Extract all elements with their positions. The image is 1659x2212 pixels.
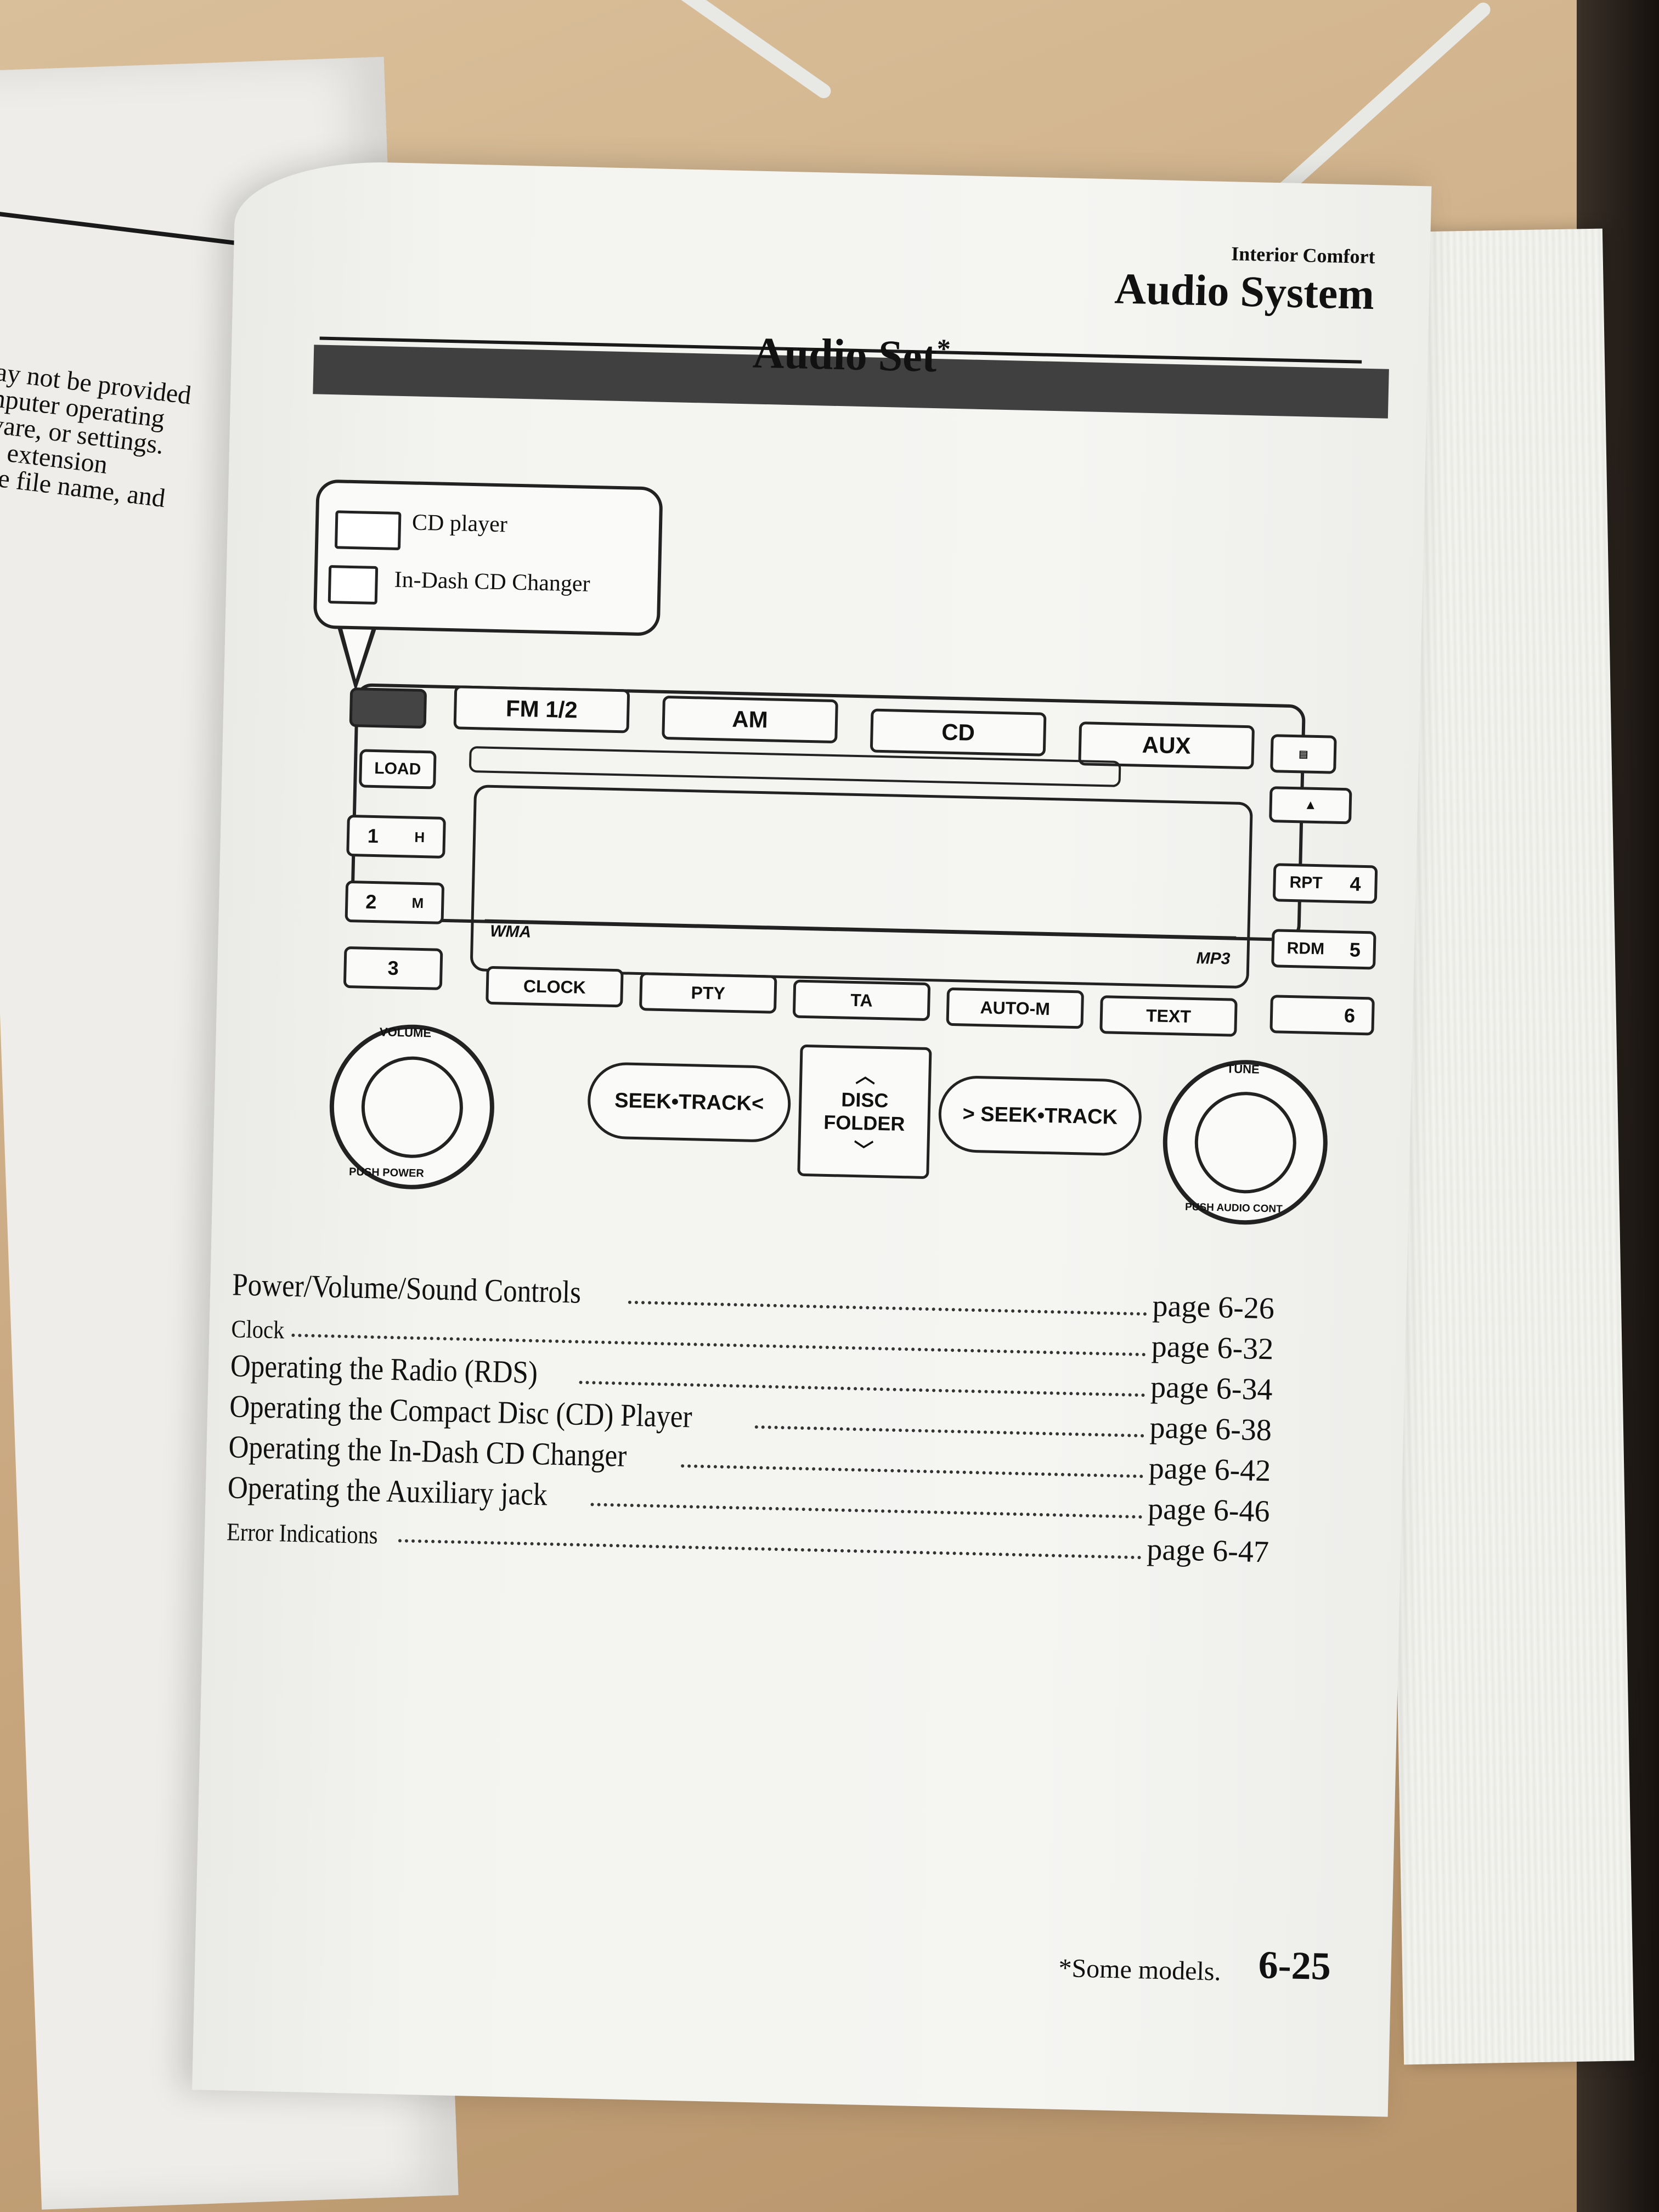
disc-folder-rocker[interactable]: ︿ DISC FOLDER ﹀ — [797, 1044, 932, 1180]
am-button[interactable]: AM — [662, 695, 838, 744]
toc-entry-page: page 6-46 — [1147, 1492, 1271, 1529]
display-divider — [484, 919, 1237, 939]
callout-in-dash-changer: In-Dash CD Changer — [394, 567, 591, 597]
pty-button[interactable]: PTY — [639, 972, 777, 1014]
seek-track-up-button[interactable]: > SEEK•TRACK — [938, 1075, 1143, 1156]
rdm-label: RDM — [1286, 939, 1325, 958]
cd-player-icon — [334, 510, 402, 550]
preset-5-num: 5 — [1349, 938, 1361, 961]
preset-2-sub: M — [411, 894, 424, 911]
toc-entry-name: Operating the Radio (RDS) — [230, 1347, 538, 1391]
disc-label: DISC — [840, 1088, 889, 1112]
preset-1-sub: H — [414, 828, 425, 845]
toc-leader — [398, 1539, 1142, 1560]
toc-entry-page: page 6-32 — [1151, 1329, 1274, 1367]
callout-cd-player: CD player — [411, 510, 508, 538]
toc-entry-page: page 6-26 — [1152, 1289, 1275, 1326]
contents-list: Power/Volume/Sound Controls page 6-26 Cl… — [227, 1262, 1275, 1570]
preset-1-button[interactable]: 1 H — [346, 814, 446, 859]
tune-knob-inner — [1193, 1091, 1297, 1195]
folder-label: FOLDER — [823, 1110, 905, 1136]
band-selector-dark-button[interactable] — [349, 687, 427, 729]
right-page: Interior Comfort Audio System Audio Set*… — [192, 159, 1432, 2117]
audio-unit-diagram: CD player In-Dash CD Changer FM 1/2 AM C… — [278, 397, 1378, 1227]
wma-logo: WMA — [489, 922, 532, 941]
clock-button[interactable]: CLOCK — [486, 966, 624, 1008]
volume-label: VOLUME — [379, 1025, 432, 1040]
preset-3-num: 3 — [387, 956, 399, 980]
cd-changer-icon — [328, 565, 379, 605]
volume-knob[interactable]: VOLUME PUSH POWER — [328, 1023, 496, 1192]
audio-cont-label: PUSH AUDIO CONT — [1184, 1201, 1283, 1215]
display-window: WMA MP3 — [470, 785, 1253, 989]
cd-button[interactable]: CD — [870, 708, 1047, 757]
disc-logo-icon: ▤ — [1270, 734, 1337, 774]
tune-label: TUNE — [1226, 1062, 1260, 1076]
preset-3-button[interactable]: 3 — [343, 946, 443, 990]
toc-entry-page: page 6-42 — [1148, 1451, 1271, 1488]
toc-entry-name: Clock — [231, 1314, 285, 1344]
preset-6-num: 6 — [1344, 1004, 1356, 1027]
seek-track-down-button[interactable]: SEEK•TRACK< — [586, 1062, 792, 1143]
volume-knob-inner — [360, 1055, 464, 1159]
toc-entry-name: Error Indications — [226, 1517, 379, 1549]
preset-6-button[interactable]: 6 — [1269, 995, 1375, 1036]
text-button[interactable]: TEXT — [1099, 995, 1238, 1037]
tune-knob[interactable]: TUNE PUSH AUDIO CONT — [1161, 1058, 1330, 1227]
preset-4-num: 4 — [1350, 872, 1362, 895]
power-label: PUSH POWER — [348, 1166, 425, 1180]
page-number: 6-25 — [1257, 1943, 1331, 1989]
title-asterisk: * — [936, 333, 951, 364]
auto-m-button[interactable]: AUTO-M — [946, 987, 1085, 1029]
chapter-title: Audio System — [1114, 264, 1375, 319]
mp3-logo: MP3 — [1196, 949, 1231, 968]
preset-2-num: 2 — [365, 890, 377, 913]
preset-1-num: 1 — [367, 824, 379, 848]
callout-box: CD player In-Dash CD Changer — [313, 479, 663, 636]
page-title-text: Audio Set — [752, 329, 938, 382]
load-button[interactable]: LOAD — [359, 749, 437, 789]
fm-button[interactable]: FM 1/2 — [453, 685, 630, 733]
section-title: Interior Comfort — [1231, 242, 1375, 268]
preset-2-button[interactable]: 2 M — [345, 880, 445, 924]
toc-entry-page: page 6-34 — [1150, 1370, 1273, 1407]
rdm-button[interactable]: RDM 5 — [1271, 929, 1376, 970]
toc-entry-page: page 6-47 — [1146, 1532, 1269, 1570]
rpt-button[interactable]: RPT 4 — [1272, 863, 1378, 904]
toc-entry-page: page 6-38 — [1149, 1410, 1272, 1448]
folder-up-arrow[interactable]: ︿ — [855, 1064, 876, 1087]
left-page-text: may not be provided omputer operating ft… — [0, 355, 260, 522]
page-title: Audio Set* — [313, 318, 1390, 392]
footnote: *Some models. — [1058, 1953, 1222, 1987]
ta-button[interactable]: TA — [792, 979, 931, 1022]
toc-leader — [680, 1464, 1143, 1479]
eject-button[interactable]: ▲ — [1269, 786, 1352, 825]
toc-leader — [755, 1425, 1144, 1438]
folder-down-arrow[interactable]: ﹀ — [853, 1139, 874, 1162]
rpt-label: RPT — [1289, 873, 1323, 893]
